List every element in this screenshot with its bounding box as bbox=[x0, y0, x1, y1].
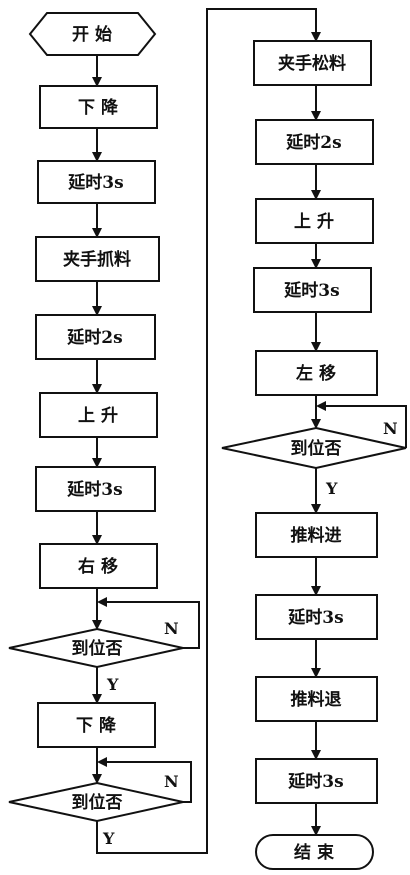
left-check-decision-1: 到位否 bbox=[8, 627, 184, 669]
right-delay-3s-step-3: 延时3s bbox=[255, 758, 378, 804]
left-right-move-label: 右 移 bbox=[78, 556, 118, 577]
left-delay-3s-label-2: 延时3s bbox=[66, 479, 122, 500]
right-left-move-step: 左 移 bbox=[255, 350, 378, 396]
right-delay-3s-step-1: 延时3s bbox=[253, 267, 372, 313]
right-left-move-label: 左 移 bbox=[296, 363, 336, 384]
right-check-yes-label: Y bbox=[325, 479, 338, 498]
left-down-label-2: 下 降 bbox=[76, 715, 117, 736]
edge-right-check-no-loop bbox=[316, 401, 407, 448]
left-delay-2s-label: 延时2s bbox=[66, 327, 122, 348]
right-delay-3s-step-2: 延时3s bbox=[255, 594, 378, 640]
left-down-step-2: 下 降 bbox=[37, 702, 156, 748]
left-delay-3s-label-1: 延时3s bbox=[67, 172, 123, 193]
left-check-label-1: 到位否 bbox=[72, 638, 123, 659]
right-up-step: 上 升 bbox=[255, 198, 374, 244]
end-node: 结 束 bbox=[255, 834, 374, 870]
check1-no-label: N bbox=[164, 619, 179, 638]
right-retract-step: 推料退 bbox=[255, 676, 378, 722]
edge-check2-yes-to-right-column bbox=[96, 8, 321, 854]
right-check-no-label: N bbox=[383, 419, 398, 438]
end-label: 结 束 bbox=[294, 842, 334, 863]
right-check-label: 到位否 bbox=[291, 438, 342, 459]
left-up-label: 上 升 bbox=[78, 406, 118, 426]
left-grab-label: 夹手抓料 bbox=[63, 249, 131, 270]
left-check-decision-2: 到位否 bbox=[8, 781, 184, 823]
left-delay-3s-step-2: 延时3s bbox=[35, 466, 156, 512]
right-delay-3s-label-1: 延时3s bbox=[283, 280, 339, 301]
check2-yes-label: Y bbox=[102, 829, 115, 848]
right-delay-2s-step: 延时2s bbox=[255, 119, 374, 165]
left-delay-2s-step: 延时2s bbox=[35, 314, 156, 360]
edge-check1-no-loop bbox=[97, 597, 200, 649]
left-down-label-1: 下 降 bbox=[78, 97, 119, 118]
right-delay-3s-label-3: 延时3s bbox=[287, 771, 343, 792]
left-down-step-1: 下 降 bbox=[39, 85, 158, 129]
right-delay-3s-label-2: 延时3s bbox=[287, 607, 343, 628]
check2-no-label: N bbox=[164, 772, 179, 791]
left-grab-step: 夹手抓料 bbox=[35, 236, 160, 282]
edge-check2-no-loop bbox=[97, 757, 192, 803]
start-label: 开 始 bbox=[72, 24, 112, 45]
left-delay-3s-step-1: 延时3s bbox=[37, 160, 156, 204]
right-retract-label: 推料退 bbox=[291, 689, 342, 710]
right-release-step: 夹手松料 bbox=[253, 40, 372, 86]
left-right-move-step: 右 移 bbox=[39, 543, 158, 589]
left-up-step: 上 升 bbox=[39, 392, 158, 438]
right-check-decision: 到位否 bbox=[221, 426, 407, 470]
right-push-label: 推料进 bbox=[291, 525, 342, 546]
left-check-label-2: 到位否 bbox=[72, 792, 123, 813]
right-push-step: 推料进 bbox=[255, 512, 378, 558]
right-delay-2s-label: 延时2s bbox=[285, 132, 341, 153]
right-release-label: 夹手松料 bbox=[278, 53, 346, 74]
start-node: 开 始 bbox=[28, 12, 157, 56]
check1-yes-label: Y bbox=[106, 675, 119, 694]
right-up-label: 上 升 bbox=[294, 212, 334, 232]
